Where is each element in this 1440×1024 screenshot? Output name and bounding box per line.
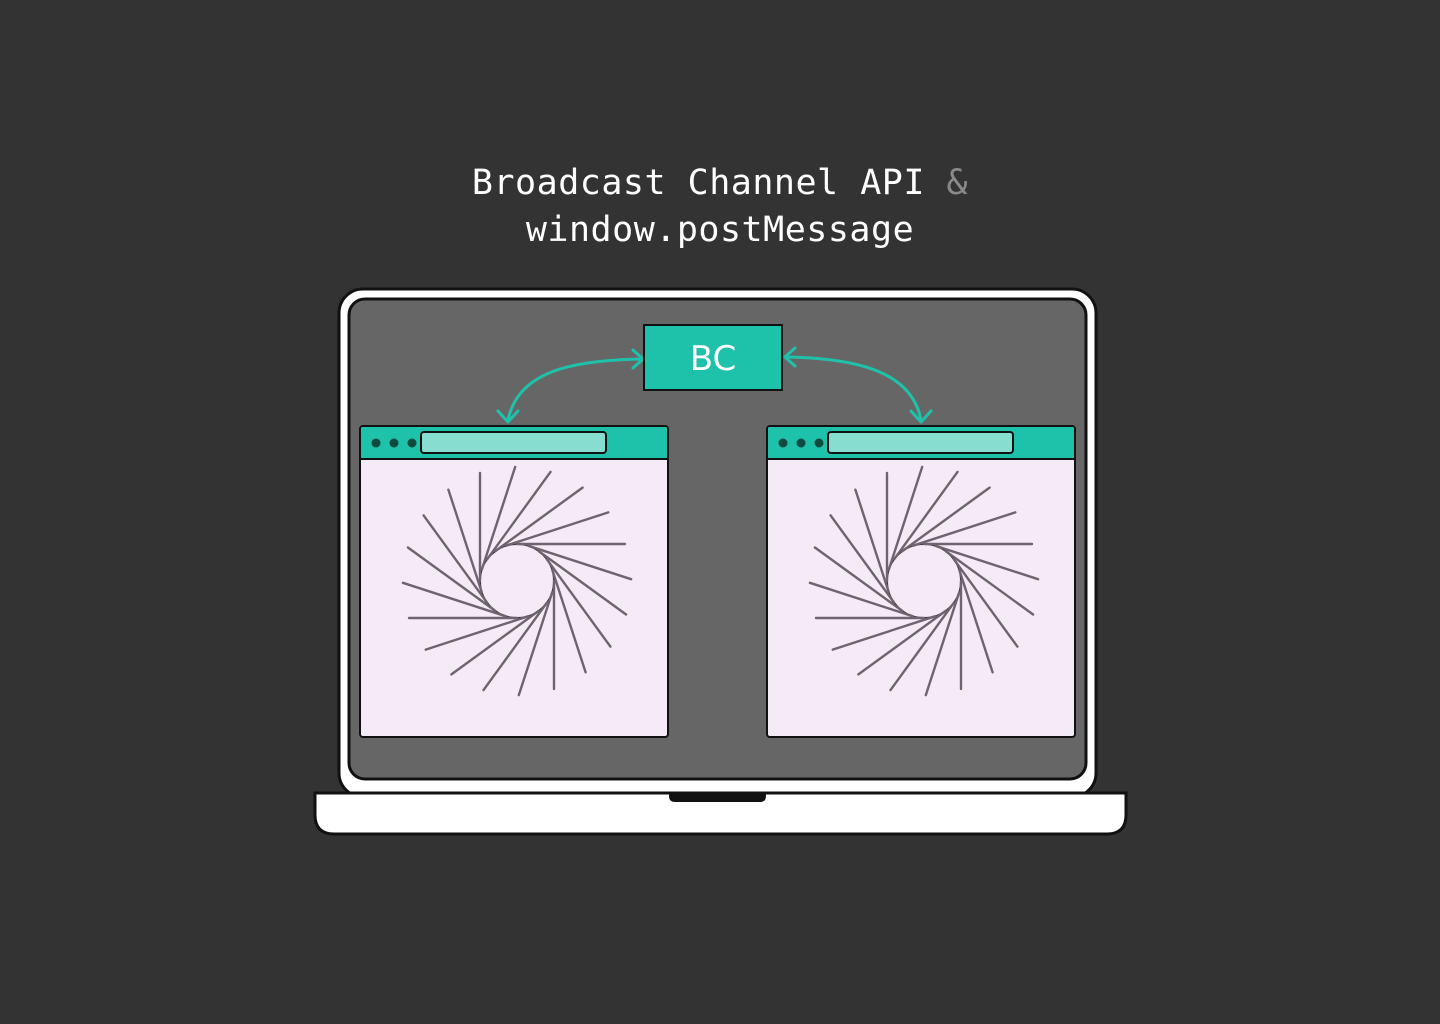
spiral-ray — [901, 486, 991, 553]
spiral-ray — [537, 549, 628, 616]
spiral-ray — [958, 568, 994, 674]
right-arrow-curve — [783, 355, 923, 422]
spiral-ray — [887, 465, 924, 571]
left-browser-window — [359, 425, 669, 738]
window-dot-icon — [778, 438, 788, 448]
right-arrowhead-top — [783, 346, 797, 368]
title-ampersand: & — [946, 163, 969, 203]
spiral-ray — [482, 601, 549, 692]
spiral-ray — [494, 486, 584, 553]
spiral-ray — [480, 465, 517, 571]
address-bar — [827, 431, 1014, 454]
spiral-ray — [829, 514, 896, 604]
right-browser-window — [766, 425, 1076, 738]
spiral-icon — [401, 465, 633, 697]
window-dot-icon — [814, 438, 824, 448]
left-arrow-curve — [506, 357, 645, 422]
spiral-ray — [424, 615, 530, 651]
spiral-ray — [924, 591, 961, 697]
spiral-ray — [551, 568, 587, 674]
spiral-ray — [857, 609, 947, 676]
spiral-ray — [813, 546, 904, 613]
spiral-ray — [422, 514, 489, 604]
title-line1: Broadcast Channel API — [471, 163, 925, 203]
spiral-ray — [892, 470, 959, 561]
spiral-ray — [854, 488, 890, 594]
spiral-ray — [517, 591, 554, 697]
laptop-notch — [669, 794, 766, 802]
spiral-ray — [545, 558, 612, 648]
window-dot-icon — [796, 438, 806, 448]
connection-arrows — [496, 346, 933, 424]
spiral-ray — [889, 601, 956, 692]
spiral-icon — [808, 465, 1040, 697]
title-line2: window.postMessage — [525, 210, 915, 250]
window-dot-icon — [389, 438, 399, 448]
laptop-base — [313, 791, 1128, 836]
spiral-ray — [952, 558, 1019, 648]
spiral-ray — [911, 511, 1017, 547]
diagram-title: Broadcast Channel API & window.postMessa… — [0, 160, 1440, 254]
right-arrowhead-bottom — [909, 409, 933, 424]
hub-label: BC — [690, 339, 736, 379]
window-dot-icon — [371, 438, 381, 448]
left-arrowhead-bottom — [496, 409, 520, 424]
spiral-ray — [447, 488, 483, 594]
spiral-ray — [527, 544, 633, 581]
spiral-ray — [450, 609, 540, 676]
broadcast-channel-hub: BC — [643, 324, 783, 391]
spiral-ray — [504, 511, 610, 547]
spiral-ray — [934, 544, 1040, 581]
spiral-ray — [808, 581, 914, 618]
spiral-ray — [485, 470, 552, 561]
spiral-ray — [406, 546, 497, 613]
spiral-ray — [944, 549, 1035, 616]
spiral-ray — [401, 581, 507, 618]
address-bar — [420, 431, 607, 454]
spiral-ray — [831, 615, 937, 651]
window-dot-icon — [407, 438, 417, 448]
